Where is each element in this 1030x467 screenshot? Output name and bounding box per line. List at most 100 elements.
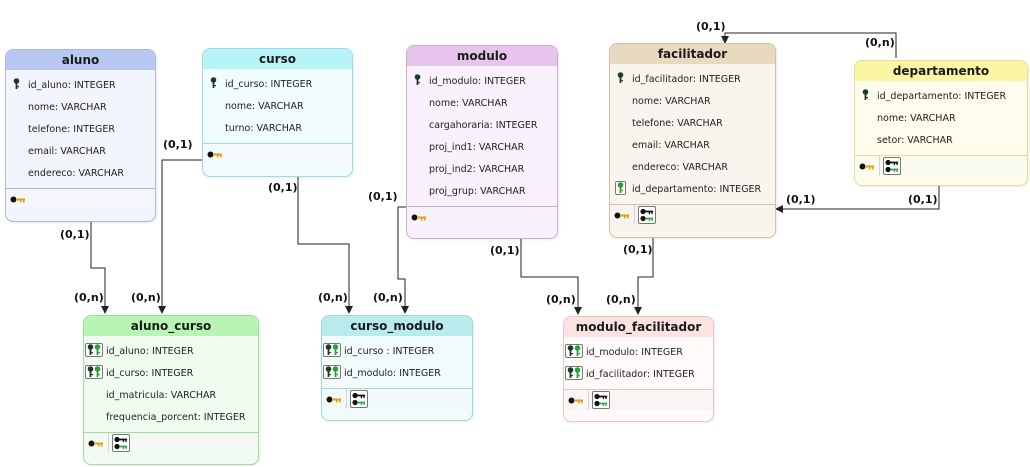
cardinality-label: (0,1) [696,20,726,33]
attribute-row[interactable]: id_curso: INTEGER [84,362,258,384]
primary-key-icon [407,73,427,89]
attribute-text: id_curso : INTEGER [344,345,435,357]
cardinality-label: (0,n) [373,291,403,304]
attribute-row[interactable]: cargahoraria: INTEGER [407,114,557,136]
attribute-text: id_curso: INTEGER [225,78,313,90]
attribute-row[interactable]: endereco: VARCHAR [6,162,155,184]
primary-foreign-key-icon [84,365,104,381]
attribute-row[interactable]: nome: VARCHAR [407,92,557,114]
attribute-row[interactable]: id_curso : INTEGER [322,340,472,362]
cardinality-label: (0,1) [163,138,193,151]
pin-icon [617,71,623,83]
fk-key-icon[interactable] [635,205,659,225]
pin-icon [332,366,339,377]
attribute-row[interactable]: nome: VARCHAR [203,95,352,117]
entity-modulo[interactable]: modulo id_modulo: INTEGER nome: VARCHAR car… [406,45,558,239]
attribute-text: id_departamento: INTEGER [632,183,762,195]
attribute-text: nome: VARCHAR [632,95,711,107]
attribute-row[interactable]: setor: VARCHAR [855,129,1027,151]
green-key-icon [114,443,128,450]
pk-key-icon[interactable] [84,433,109,453]
black-key-icon [114,436,128,443]
attribute-text: nome: VARCHAR [877,112,956,124]
pin-icon [862,88,868,100]
attribute-row[interactable]: email: VARCHAR [6,140,155,162]
attribute-row[interactable]: telefone: INTEGER [6,118,155,140]
attribute-text: id_facilitador: INTEGER [586,368,695,380]
attribute-row[interactable]: nome: VARCHAR [855,107,1027,129]
attribute-row[interactable]: proj_ind1: VARCHAR [407,136,557,158]
attribute-row[interactable]: proj_grup: VARCHAR [407,180,557,202]
attribute-row[interactable]: frequencia_porcent: INTEGER [84,406,258,428]
attribute-row[interactable]: nome: VARCHAR [610,90,775,112]
attribute-row[interactable]: id_modulo: INTEGER [407,70,557,92]
attribute-row[interactable]: id_departamento: INTEGER [610,178,775,200]
pin-icon [574,345,581,356]
pin-icon [94,366,101,377]
attribute-row[interactable]: id_aluno: INTEGER [84,340,258,362]
attribute-text: nome: VARCHAR [429,97,508,109]
attribute-text: cargahoraria: INTEGER [429,119,538,131]
primary-key-icon [855,88,875,104]
green-key-icon [352,399,366,406]
pk-key-icon[interactable] [855,156,880,176]
gold-key-icon [614,212,629,218]
attribute-list: id_curso : INTEGER id_modulo: INTEGER [322,336,472,384]
attribute-text: id_curso: INTEGER [106,367,194,379]
attribute-row[interactable]: id_modulo: INTEGER [322,362,472,384]
attribute-row[interactable]: endereco: VARCHAR [610,156,775,178]
primary-key-icon [610,71,630,87]
attribute-row[interactable]: proj_ind2: VARCHAR [407,158,557,180]
primary-foreign-key-icon [564,366,584,382]
attribute-text: endereco: VARCHAR [28,167,124,179]
fk-key-icon[interactable] [109,433,133,453]
fk-key-icon[interactable] [880,156,904,176]
entity-facilitador[interactable]: facilitador id_facilitador: INTEGER nome: … [609,43,776,238]
attribute-text: proj_grup: VARCHAR [429,185,526,197]
entity-title: modulo [407,46,557,66]
pk-key-icon[interactable] [610,205,635,225]
entity-key-footer [610,204,775,225]
rel-departamento-self [721,32,897,58]
entity-key-footer [855,155,1027,176]
pk-key-icon[interactable] [203,144,227,164]
entity-title: facilitador [610,44,775,64]
cardinality-label: (0,1) [60,228,90,241]
pin-icon [94,344,101,355]
attribute-row[interactable]: nome: VARCHAR [6,96,155,118]
fk-key-icon[interactable] [589,390,613,410]
attribute-text: id_modulo: INTEGER [344,367,441,379]
attribute-row[interactable]: id_facilitador: INTEGER [564,363,713,385]
attribute-row[interactable]: id_facilitador: INTEGER [610,68,775,90]
attribute-text: telefone: INTEGER [28,123,115,135]
attribute-row[interactable]: id_curso: INTEGER [203,73,352,95]
pk-key-icon[interactable] [407,207,431,227]
attribute-row[interactable]: id_modulo: INTEGER [564,341,713,363]
attribute-row[interactable]: email: VARCHAR [610,134,775,156]
fk-key-icon[interactable] [347,389,371,409]
pin-icon [332,344,339,355]
cardinality-label: (0,n) [546,293,576,306]
attribute-row[interactable]: id_matricula: VARCHAR [84,384,258,406]
cardinality-label: (0,n) [318,291,348,304]
pk-key-icon[interactable] [564,390,589,410]
attribute-row[interactable]: id_aluno: INTEGER [6,74,155,96]
attribute-row[interactable]: id_departamento: INTEGER [855,85,1027,107]
attribute-row[interactable]: telefone: VARCHAR [610,112,775,134]
attribute-text: email: VARCHAR [632,139,710,151]
pk-key-icon[interactable] [6,189,30,209]
pk-key-icon[interactable] [322,389,347,409]
entity-key-footer [6,188,155,209]
rel-modulo-curso_modulo [397,206,409,314]
attribute-row[interactable]: turno: VARCHAR [203,117,352,139]
green-key-icon [594,400,608,407]
entity-key-footer [203,143,352,164]
attribute-text: setor: VARCHAR [877,134,953,146]
